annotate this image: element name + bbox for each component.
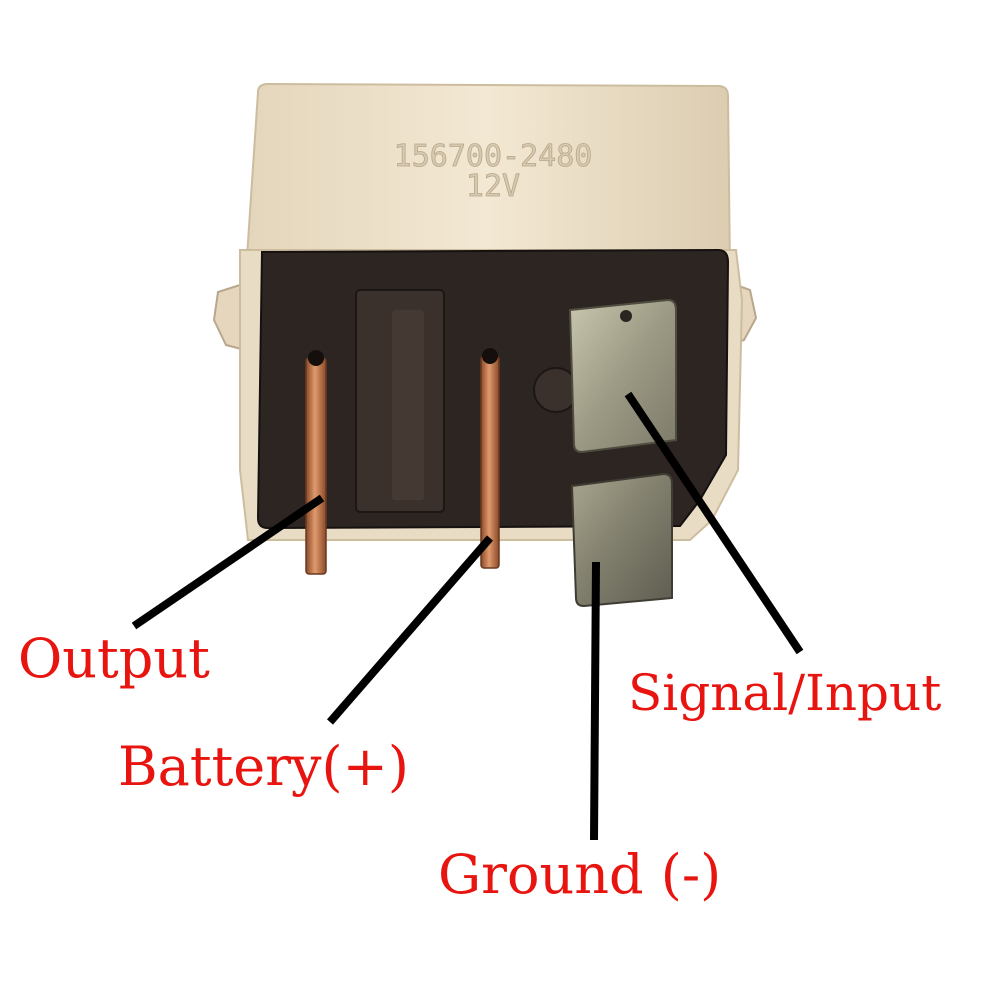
signal-input-tab	[568, 298, 677, 454]
battery-pin-seat	[482, 348, 498, 364]
ground-tab	[570, 472, 673, 608]
leader-line-battery	[326, 535, 494, 725]
label-output: Output	[18, 627, 210, 690]
voltage-text: 12V	[466, 169, 520, 204]
relay-housing	[244, 82, 732, 274]
leader-line-signal-input	[624, 391, 804, 655]
battery-pin	[480, 355, 500, 569]
signal-tab-hole	[620, 310, 632, 322]
leader-line-output	[131, 494, 325, 630]
label-ground: Ground (-)	[438, 843, 722, 906]
part-number-text: 156700-2480	[394, 139, 593, 174]
base-recess-inner	[392, 310, 424, 500]
label-signal-input: Signal/Input	[628, 664, 942, 722]
output-pin	[305, 357, 327, 575]
label-battery: Battery(+)	[118, 735, 409, 798]
output-pin-seat	[308, 350, 324, 366]
leader-line-ground	[590, 561, 600, 841]
